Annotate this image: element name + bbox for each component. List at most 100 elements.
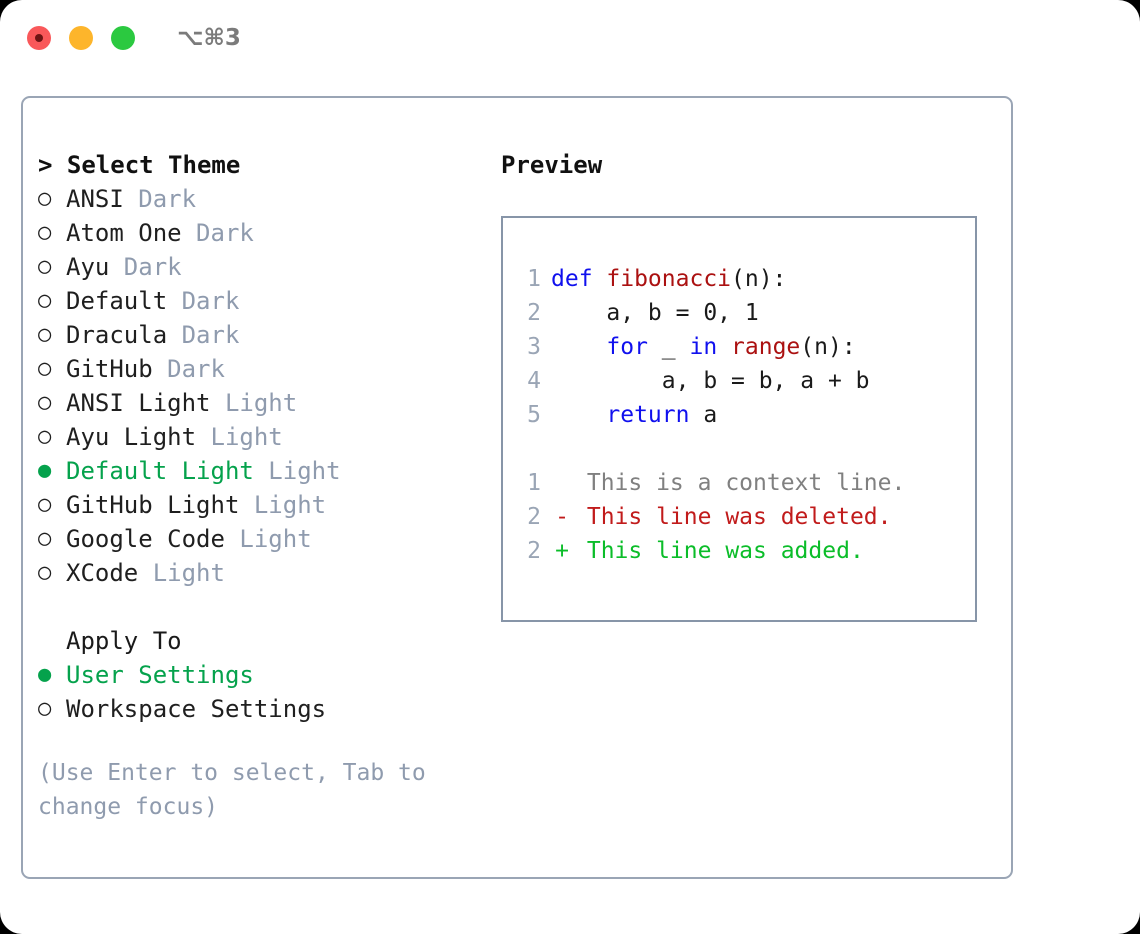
apply-option-label: Workspace Settings bbox=[66, 695, 327, 723]
code-token-plain: (n): bbox=[731, 266, 787, 292]
theme-option-6[interactable]: ○ ANSI Light Light bbox=[38, 386, 488, 420]
diff-line-context: 1 This is a context line. bbox=[503, 466, 975, 500]
theme-option-2[interactable]: ○Ayu Dark bbox=[38, 250, 488, 284]
preview-title: Preview bbox=[501, 151, 603, 179]
close-window-icon[interactable] bbox=[27, 26, 51, 50]
keyboard-hint-text: (Use Enter to select, Tab to change focu… bbox=[38, 760, 426, 820]
code-token-plain: (n): bbox=[800, 334, 856, 360]
radio-unselected-icon: ○ bbox=[38, 356, 52, 381]
code-token-plain: a bbox=[689, 402, 718, 428]
radio-unselected-icon: ○ bbox=[38, 560, 52, 585]
theme-option-11[interactable]: ○XCode Light bbox=[38, 556, 488, 590]
diff-marker-added: + bbox=[555, 538, 569, 564]
radio-unselected-icon: ○ bbox=[38, 254, 52, 279]
diff-marker-context bbox=[551, 466, 573, 500]
code-line-number: 5 bbox=[527, 402, 541, 428]
diff-line-number: 2 bbox=[527, 504, 541, 530]
code-token-keyword: def bbox=[551, 266, 607, 292]
radio-unselected-icon: ○ bbox=[38, 424, 52, 449]
apply-option-0[interactable]: ●User Settings bbox=[38, 658, 488, 692]
apply-option-1[interactable]: ○ Workspace Settings bbox=[38, 692, 488, 726]
code-token-function: fibonacci bbox=[606, 266, 732, 292]
theme-option-3[interactable]: ○Default Dark bbox=[38, 284, 488, 318]
diff-line-content: This is a context line. bbox=[573, 470, 906, 496]
theme-selection-panel: > Select Theme ○ANSI Dark○Atom One Dark○… bbox=[38, 148, 488, 824]
list-spacer bbox=[38, 590, 488, 624]
diff-line-content: This line was added. bbox=[573, 538, 864, 564]
theme-option-1[interactable]: ○ Atom One Dark bbox=[38, 216, 488, 250]
theme-option-label: Dracula bbox=[66, 321, 168, 349]
theme-option-variant: Light bbox=[224, 525, 312, 553]
theme-option-variant: Dark bbox=[152, 355, 225, 383]
code-token-keyword: for bbox=[606, 334, 648, 360]
code-token-plain bbox=[551, 334, 606, 360]
theme-option-variant: Light bbox=[239, 491, 327, 519]
code-line-content: a, b = b, a + b bbox=[551, 364, 870, 398]
minimize-window-icon[interactable] bbox=[69, 26, 93, 50]
theme-option-variant: Dark bbox=[167, 321, 240, 349]
theme-option-10[interactable]: ○ Google Code Light bbox=[38, 522, 488, 556]
code-token-plain: _ bbox=[647, 334, 690, 360]
radio-selected-icon: ● bbox=[38, 662, 52, 687]
code-token-plain: a, b = b, a + b bbox=[551, 368, 870, 394]
radio-unselected-icon: ○ bbox=[38, 220, 52, 245]
radio-unselected-icon: ○ bbox=[38, 696, 52, 721]
theme-option-label: Google Code bbox=[66, 525, 225, 553]
code-line: 5 return a bbox=[503, 398, 975, 432]
diff-line-content: This line was deleted. bbox=[573, 504, 892, 530]
theme-option-label: Default bbox=[66, 287, 168, 315]
theme-option-9[interactable]: ○GitHub Light Light bbox=[38, 488, 488, 522]
theme-option-label: ANSI bbox=[66, 185, 124, 213]
select-theme-header: > Select Theme bbox=[38, 151, 241, 179]
theme-option-label: GitHub bbox=[66, 355, 153, 383]
code-line-content: for _ in range(n): bbox=[551, 330, 856, 364]
radio-unselected-icon: ○ bbox=[38, 526, 52, 551]
theme-option-5[interactable]: ○ GitHub Dark bbox=[38, 352, 488, 386]
code-token-keyword: return bbox=[606, 402, 690, 428]
code-line: 2 a, b = 0, 1 bbox=[503, 296, 975, 330]
code-line-number: 4 bbox=[527, 368, 541, 394]
maximize-window-icon[interactable] bbox=[111, 26, 135, 50]
theme-option-label: ANSI Light bbox=[66, 389, 211, 417]
theme-option-label: GitHub Light bbox=[66, 491, 240, 519]
diff-line-number: 2 bbox=[527, 538, 541, 564]
theme-option-label: Ayu Light bbox=[66, 423, 197, 451]
theme-picker-dialog: > Select Theme ○ANSI Dark○Atom One Dark○… bbox=[21, 96, 1013, 879]
radio-unselected-icon: ○ bbox=[38, 322, 52, 347]
diff-sample: 1 This is a context line.2- This line wa… bbox=[503, 466, 975, 568]
theme-option-variant: Light bbox=[210, 389, 298, 417]
code-line-content: a, b = 0, 1 bbox=[551, 296, 759, 330]
code-token-plain bbox=[717, 334, 731, 360]
keyboard-shortcut-label: ⌥⌘3 bbox=[177, 25, 241, 51]
theme-option-label: Ayu bbox=[66, 253, 110, 281]
code-token-keyword: in bbox=[689, 334, 718, 360]
code-line: 1 def fibonacci(n): bbox=[503, 262, 975, 296]
radio-selected-icon: ● bbox=[38, 458, 52, 483]
theme-option-label: Atom One bbox=[66, 219, 182, 247]
diff-line-deleted: 2- This line was deleted. bbox=[503, 500, 975, 534]
radio-unselected-icon: ○ bbox=[38, 186, 52, 211]
theme-option-variant: Dark bbox=[167, 287, 240, 315]
theme-list[interactable]: ○ANSI Dark○Atom One Dark○Ayu Dark○Defaul… bbox=[38, 182, 488, 590]
theme-option-variant: Light bbox=[253, 457, 341, 485]
code-line-number: 3 bbox=[527, 334, 541, 360]
theme-option-variant: Light bbox=[196, 423, 283, 451]
code-token-plain bbox=[551, 402, 606, 428]
code-token-plain: a, b = 0, 1 bbox=[551, 300, 759, 326]
diff-marker-deleted: - bbox=[555, 504, 569, 530]
radio-unselected-icon: ○ bbox=[38, 390, 52, 415]
theme-option-0[interactable]: ○ ANSI Dark bbox=[38, 182, 488, 216]
code-line-number: 2 bbox=[527, 300, 541, 326]
theme-option-7[interactable]: ○ Ayu Light Light bbox=[38, 420, 488, 454]
code-token-function: range bbox=[731, 334, 801, 360]
apply-to-list[interactable]: ●User Settings ○ Workspace Settings bbox=[38, 658, 488, 726]
theme-option-4[interactable]: ○ Dracula Dark bbox=[38, 318, 488, 352]
theme-option-8[interactable]: ● Default Light Light bbox=[38, 454, 488, 488]
theme-option-variant: Dark bbox=[181, 219, 254, 247]
code-line-content: def fibonacci(n): bbox=[551, 262, 786, 296]
theme-option-variant: Dark bbox=[123, 185, 197, 213]
code-line-number: 1 bbox=[527, 266, 541, 292]
theme-option-label: Default Light bbox=[66, 457, 254, 485]
